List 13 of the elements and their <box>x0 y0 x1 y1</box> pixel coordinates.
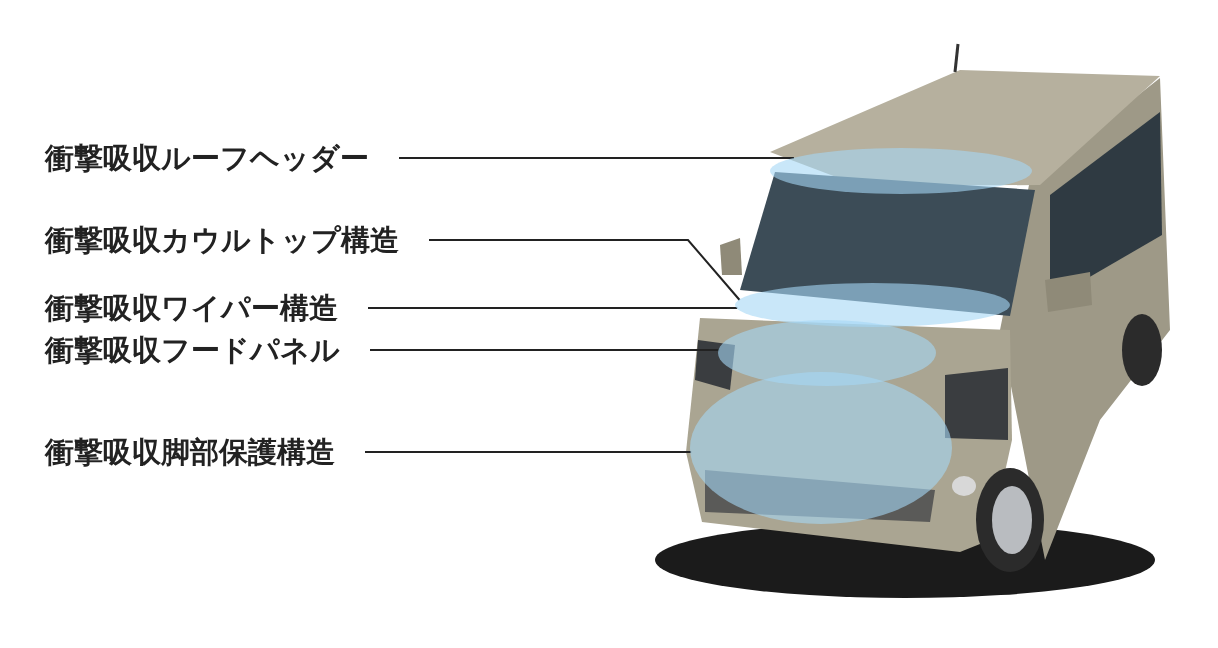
highlight-region <box>770 148 1032 194</box>
leader-line <box>428 239 741 301</box>
highlight-region <box>735 283 1010 327</box>
leader-line <box>369 349 721 351</box>
callout-label: 衝撃吸収フードパネル <box>45 332 340 368</box>
highlight-region <box>690 372 952 524</box>
leader-line <box>398 157 795 159</box>
callout-label: 衝撃吸収カウルトップ構造 <box>45 222 399 258</box>
leader-line <box>364 451 693 453</box>
leader-line <box>367 307 739 309</box>
callout-label: 衝撃吸収ルーフヘッダー <box>45 140 369 176</box>
callout-label: 衝撃吸収ワイパー構造 <box>45 290 338 326</box>
callout-label: 衝撃吸収脚部保護構造 <box>45 434 335 470</box>
